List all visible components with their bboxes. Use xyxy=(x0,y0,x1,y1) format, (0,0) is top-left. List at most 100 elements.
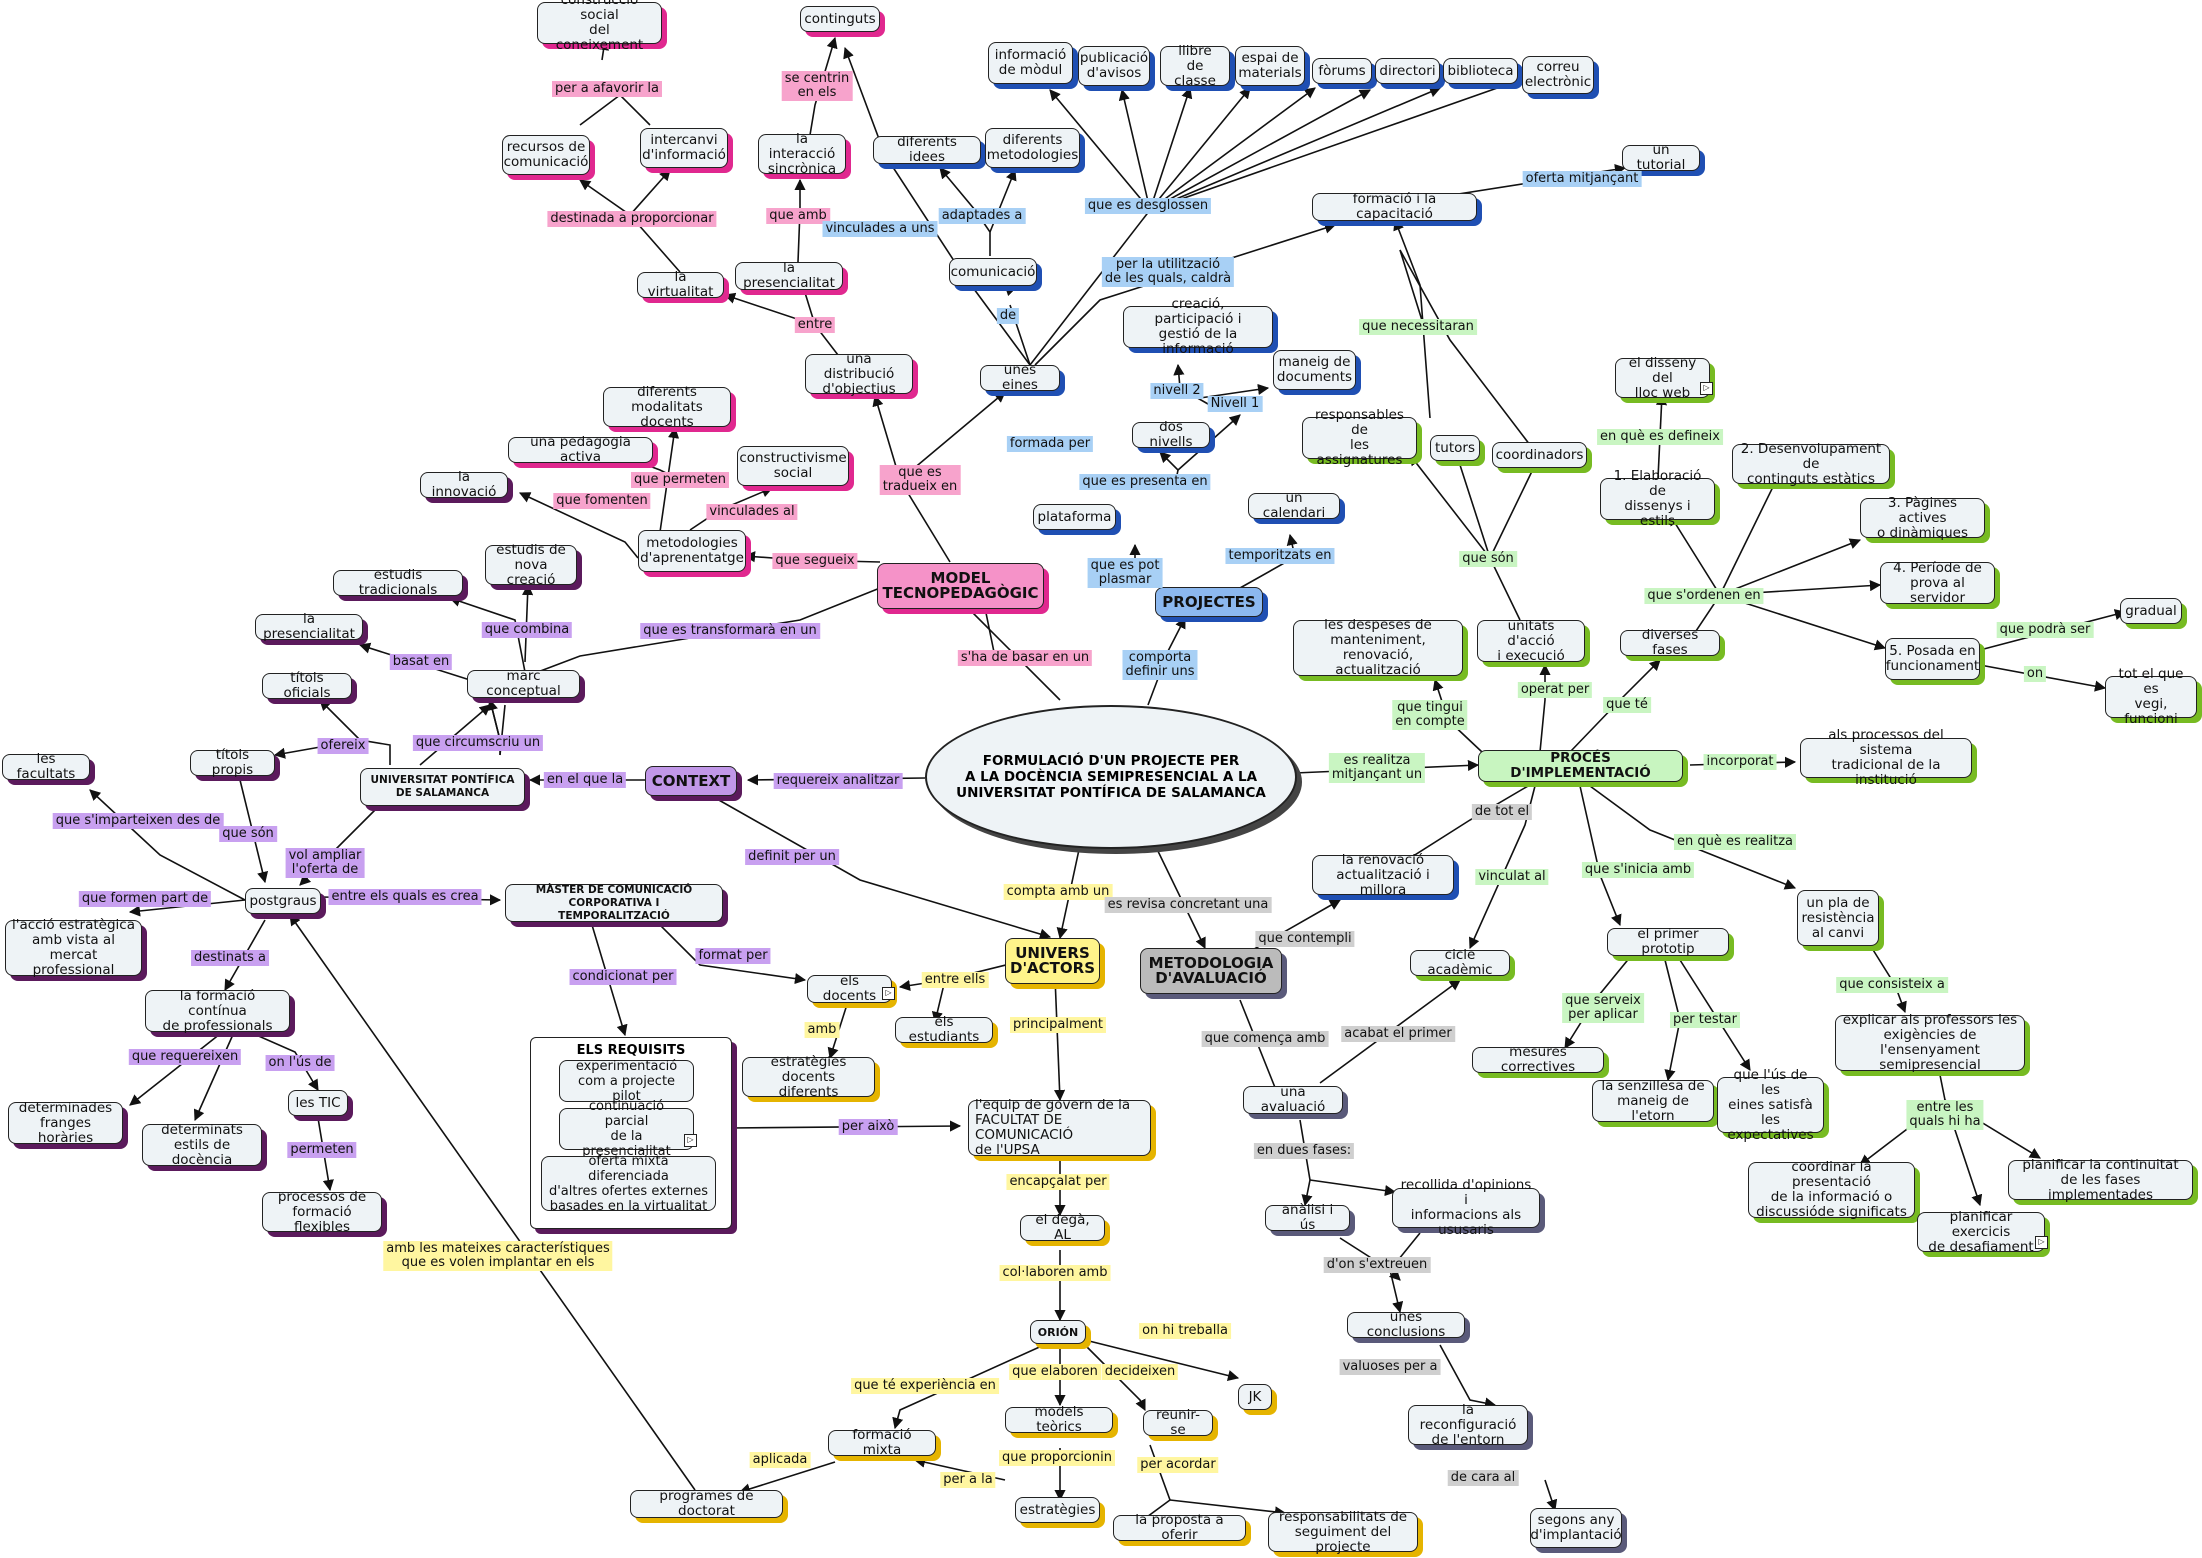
link-label: on l'ús de xyxy=(265,1055,335,1071)
node-label: responsables de les assignatures xyxy=(1315,407,1404,468)
link-line xyxy=(89,789,246,901)
node-explicar: explicar als professors les exigències d… xyxy=(1835,1013,2025,1073)
node-label: tutors xyxy=(1435,439,1475,456)
link-label: que s'imparteixen des de xyxy=(52,813,224,829)
link-label: format per xyxy=(695,948,771,964)
hub-model-tecnopedagogic: MODEL TECNOPEDAGÒGIC xyxy=(877,563,1044,609)
link-label: destinats a xyxy=(191,950,269,966)
link-label: per acordar xyxy=(1137,1457,1219,1473)
link-label: entre els quals es crea xyxy=(328,889,482,905)
link-label: nivell 2 xyxy=(1150,383,1204,399)
node-tot-vegi: tot el que es vegi, funcioni xyxy=(2105,667,2197,727)
node-label: la interacció sincrònica xyxy=(767,130,837,177)
node-maneig: maneig de documents xyxy=(1273,350,1356,390)
hub-univers-actors: UNIVERS D'ACTORS xyxy=(1005,938,1100,984)
link-line xyxy=(487,698,501,741)
node-label: un pla de resistència al canvi xyxy=(1801,894,1875,941)
node-label: coordinar la presentació de la informaci… xyxy=(1756,1159,1907,1220)
node-diverses: diverses fases xyxy=(1620,628,1720,658)
node-label: els estudiants xyxy=(908,1014,980,1045)
node-estils: determinats estils de docència xyxy=(142,1121,262,1168)
node-label: recursos de comunicació xyxy=(503,139,589,170)
node-renovacio: la renovació actualització i millora xyxy=(1312,852,1454,897)
node-analisi: anàlisi i ús xyxy=(1265,1203,1350,1233)
node-reconfig: la reconfiguració de l'entorn xyxy=(1408,1402,1528,1447)
link-line xyxy=(1389,1269,1404,1314)
node-label: intercanvi d'informació xyxy=(642,132,726,163)
node-facultats: les facultats xyxy=(2,751,90,782)
link-label: amb xyxy=(804,1022,840,1038)
link-line xyxy=(1149,86,1193,211)
node-label: informació de mòdul xyxy=(994,47,1067,78)
link-line xyxy=(1439,1344,1497,1409)
node-intercanvi: intercanvi d'informació xyxy=(640,128,728,168)
hub-label: PROJECTES xyxy=(1162,592,1256,611)
link-line xyxy=(1469,785,1536,950)
link-label: que comença amb xyxy=(1201,1031,1329,1047)
node-label: diferents modalitats docents xyxy=(631,383,703,430)
link-line xyxy=(738,1461,836,1495)
link-line xyxy=(1149,87,1251,211)
node-dos-nivells: dos nivells xyxy=(1132,420,1210,450)
node-label: títols propis xyxy=(211,747,254,778)
expand-icon[interactable]: ▷ xyxy=(684,1134,697,1147)
node-label: gradual xyxy=(2125,602,2177,619)
expand-icon[interactable]: ▷ xyxy=(1700,382,1713,395)
link-line xyxy=(1149,89,1371,211)
node-dif-idees: diferents idees xyxy=(873,135,981,165)
requisit-item: oferta mixta diferenciada d'altres ofert… xyxy=(541,1153,716,1214)
node-label: una distribució d'objectius xyxy=(822,350,896,397)
link-line xyxy=(129,1029,226,1106)
node-label: metodologies d'aprenentatge xyxy=(640,535,744,566)
node-label: oferta mixta diferenciada d'altres ofert… xyxy=(548,1153,709,1214)
link-label: vinculades a uns xyxy=(822,221,938,237)
node-label: directori xyxy=(1379,62,1436,79)
link-label: que necessitaran xyxy=(1359,319,1477,335)
hub-label: CONTEXT xyxy=(651,771,731,790)
link-line xyxy=(1399,249,1426,331)
link-line xyxy=(1149,86,1442,211)
node-label: construcció social del coneixement xyxy=(555,0,644,53)
hub-label: PROCÉS D'IMPLEMENTACIÓ xyxy=(1510,750,1651,781)
node-label: els docents xyxy=(822,973,877,1004)
link-label: permeten xyxy=(287,1142,357,1158)
link-label: que es desglossen xyxy=(1084,198,1212,214)
link-label: encapçalat per xyxy=(1006,1174,1110,1190)
link-label: que formen part de xyxy=(78,891,212,907)
node-label: la senzillesa de maneig de l'etorn xyxy=(1601,1077,1705,1124)
link-label: en el que la xyxy=(543,772,627,788)
link-label: col·laboren amb xyxy=(999,1265,1111,1281)
expand-icon[interactable]: ▷ xyxy=(2035,1236,2048,1249)
node-label: el degà, AL xyxy=(1035,1212,1090,1243)
link-line xyxy=(448,595,526,673)
node-us-eines: que l'ús de les eines satisfà les expect… xyxy=(1717,1067,1824,1142)
node-estudis-trad: estudis tradicionals xyxy=(333,568,463,598)
link-label: s'ha de basar en un xyxy=(957,650,1093,666)
hub-label: MODEL TECNOPEDAGÒGIC xyxy=(882,569,1039,602)
link-label: es revisa concretant una xyxy=(1104,897,1272,913)
link-line xyxy=(1489,464,1536,559)
link-line xyxy=(1719,538,1862,596)
node-titols-oficials: títols oficials xyxy=(262,671,352,701)
link-label: que contempli xyxy=(1255,931,1355,947)
node-label: marc conceptual xyxy=(486,668,561,699)
node-recursos: recursos de comunicació xyxy=(502,135,590,175)
node-franges: determinades franges horàries xyxy=(8,1100,123,1145)
node-forums: fòrums xyxy=(1312,58,1372,84)
node-label: determinats estils de docència xyxy=(161,1121,243,1168)
node-label: les facultats xyxy=(16,751,76,782)
node-label: l'acció estratègica amb vista al mercat … xyxy=(12,917,135,978)
link-line xyxy=(1544,1479,1558,1512)
link-label: basat en xyxy=(389,654,453,670)
node-label: l'equip de govern de la FACULTAT DE COMU… xyxy=(975,1097,1131,1158)
link-line xyxy=(1169,1499,1287,1518)
node-biblioteca: biblioteca xyxy=(1443,58,1518,84)
node-label: biblioteca xyxy=(1447,62,1514,79)
expand-icon[interactable]: ▷ xyxy=(882,987,895,1000)
node-label: espai de materials xyxy=(1238,50,1302,81)
link-label: que s'inicia amb xyxy=(1581,862,1695,878)
link-label: entre ells xyxy=(921,972,989,988)
requisits-box: ELS REQUISITS experimentació com a proje… xyxy=(530,1037,732,1229)
link-line xyxy=(1669,514,1721,641)
node-label: JK xyxy=(1248,1388,1262,1405)
